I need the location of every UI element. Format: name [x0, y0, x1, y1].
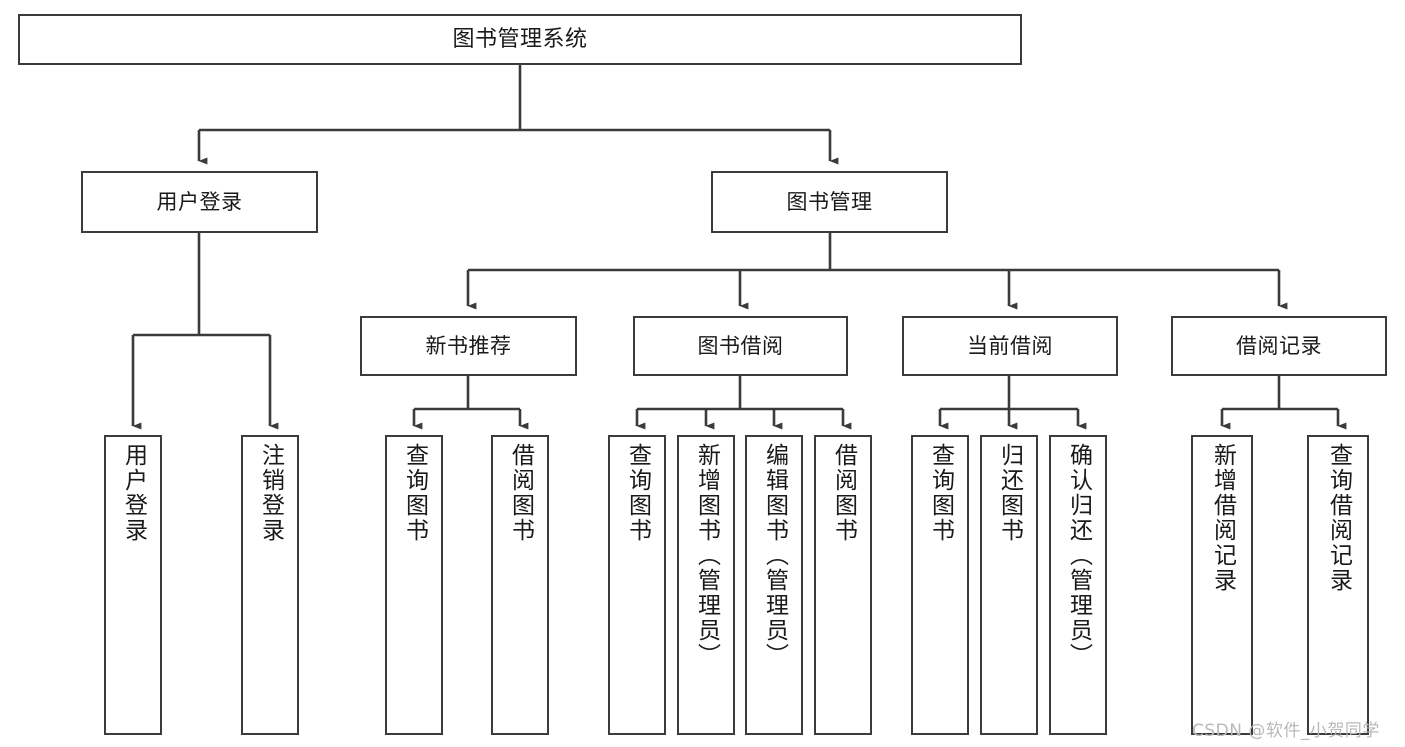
- leaf-book-borrow-edit-book-admin[interactable]: 编辑图书（管理员）: [745, 435, 803, 735]
- csdn-watermark: CSDN @软件_小贺同学: [1192, 721, 1380, 741]
- node-root-book-management-system[interactable]: 图书管理系统: [18, 14, 1022, 65]
- leaf-borrow-record-query-record[interactable]: 查询借阅记录: [1307, 435, 1369, 735]
- node-new-book-recommendation[interactable]: 新书推荐: [360, 316, 577, 376]
- node-label: 注销登录: [257, 443, 284, 543]
- node-label: 查询图书: [624, 443, 651, 543]
- leaf-current-borrow-return-books[interactable]: 归还图书: [980, 435, 1038, 735]
- node-label: 查询借阅记录: [1325, 443, 1352, 593]
- node-label: 查询图书: [927, 443, 954, 543]
- node-book-borrowing[interactable]: 图书借阅: [633, 316, 848, 376]
- node-label: 确认归还（管理员）: [1065, 443, 1092, 668]
- leaf-book-borrow-query-books[interactable]: 查询图书: [608, 435, 666, 735]
- leaf-new-book-borrow-books[interactable]: 借阅图书: [491, 435, 549, 735]
- node-label: 图书管理: [786, 189, 873, 214]
- leaf-book-borrow-add-book-admin[interactable]: 新增图书（管理员）: [677, 435, 735, 735]
- leaf-borrow-record-add-record[interactable]: 新增借阅记录: [1191, 435, 1253, 735]
- node-label: 用户登录: [120, 443, 147, 543]
- leaf-current-borrow-query-books[interactable]: 查询图书: [911, 435, 969, 735]
- leaf-new-book-query-books[interactable]: 查询图书: [385, 435, 443, 735]
- node-user-login[interactable]: 用户登录: [81, 171, 318, 233]
- node-label: 借阅记录: [1236, 333, 1322, 358]
- leaf-user-login-logout[interactable]: 注销登录: [241, 435, 299, 735]
- node-current-borrowing[interactable]: 当前借阅: [902, 316, 1118, 376]
- node-label: 归还图书: [996, 443, 1023, 543]
- node-label: 查询图书: [401, 443, 428, 543]
- node-label: 编辑图书（管理员）: [761, 443, 788, 668]
- node-label: 用户登录: [156, 189, 243, 214]
- node-label: 新增借阅记录: [1209, 443, 1236, 593]
- node-label: 借阅图书: [507, 443, 534, 543]
- node-borrowing-records[interactable]: 借阅记录: [1171, 316, 1387, 376]
- node-label: 借阅图书: [830, 443, 857, 543]
- node-label: 图书借阅: [697, 333, 784, 358]
- node-label: 新增图书（管理员）: [693, 443, 720, 668]
- leaf-user-login-login[interactable]: 用户登录: [104, 435, 162, 735]
- leaf-book-borrow-borrow-books[interactable]: 借阅图书: [814, 435, 872, 735]
- leaf-current-borrow-confirm-return-admin[interactable]: 确认归还（管理员）: [1049, 435, 1107, 735]
- node-label: 图书管理系统: [452, 26, 588, 52]
- node-label: 当前借阅: [967, 333, 1053, 358]
- node-book-management[interactable]: 图书管理: [711, 171, 948, 233]
- node-label: 新书推荐: [425, 333, 512, 358]
